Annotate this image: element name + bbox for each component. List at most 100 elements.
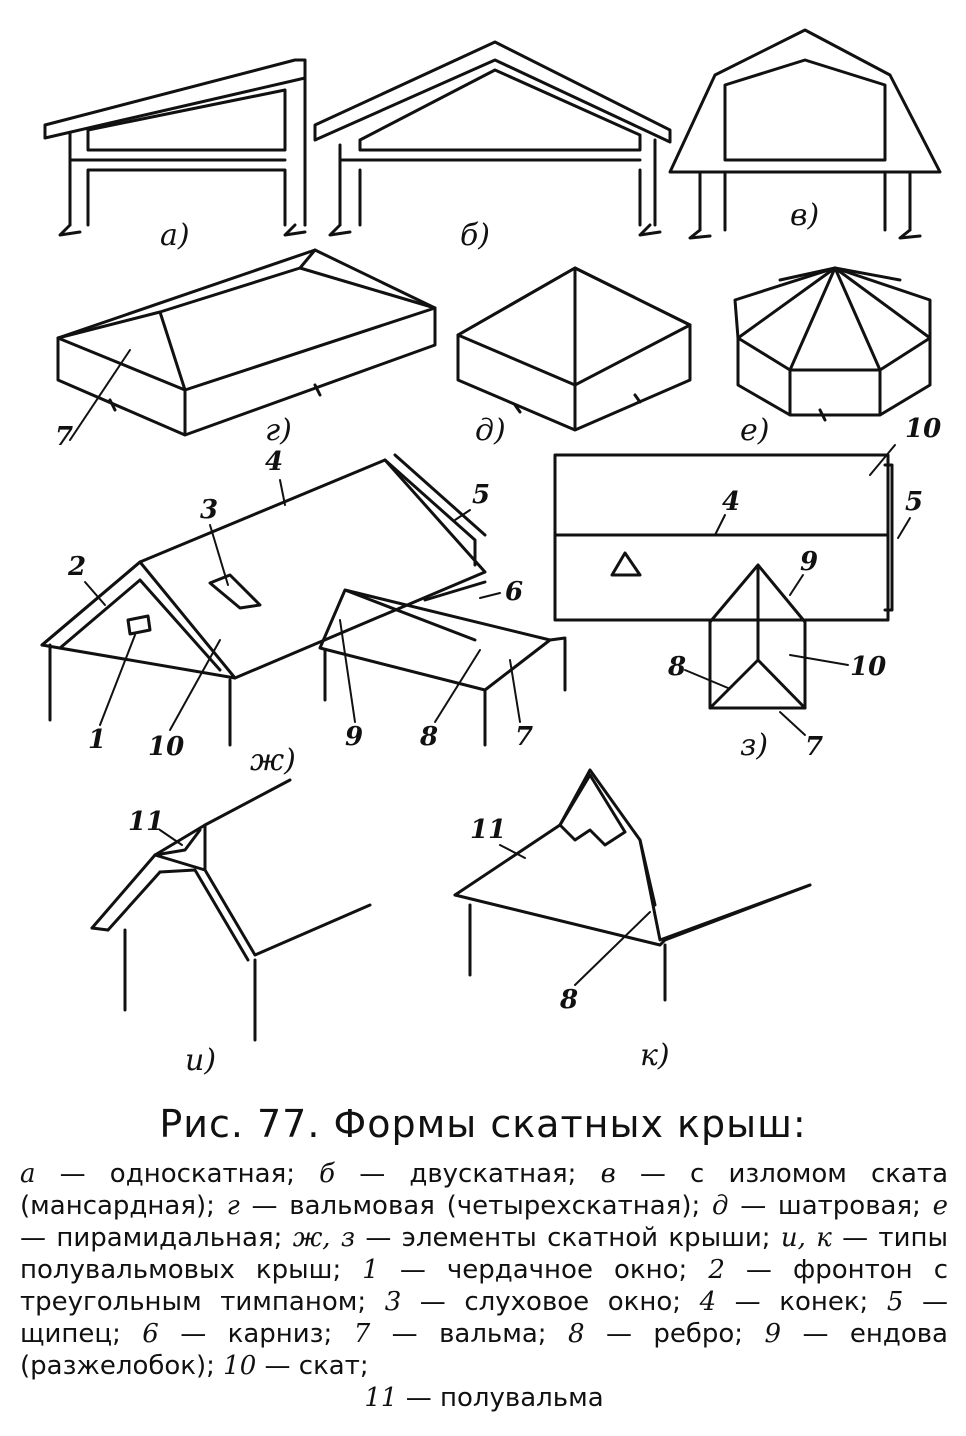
panel-label-d: д) (475, 413, 506, 448)
label-7-hip: 7 (55, 422, 73, 452)
caption-item-text: — односкатная; (35, 1159, 320, 1189)
caption-item: д — шатровая; (712, 1191, 933, 1221)
caption-item-text: — пирамидальная; (20, 1223, 293, 1253)
caption-item-key: 3 (384, 1287, 402, 1317)
caption-item-key: и, к (780, 1223, 832, 1253)
caption-item-text: — ендова (разжелобок); (20, 1319, 948, 1381)
caption-item-text: — вальмовая (четырехскатная); (239, 1191, 712, 1221)
caption-item: 7 — вальма; (354, 1319, 568, 1349)
label-4-ridge: 4 (265, 447, 283, 477)
caption-item: 5 — щипец; (20, 1287, 948, 1349)
panel-a-shed-roof: а) (43, 58, 307, 253)
panel-label-b: б) (460, 218, 490, 253)
panel-label-z: з) (740, 728, 768, 763)
label-7-plan: 7 (805, 732, 823, 762)
caption-item-key: д (711, 1191, 729, 1221)
caption-item: б — двускатная; (319, 1159, 600, 1189)
label-2-pediment: 2 (67, 552, 86, 582)
caption-item: 1 — чердачное окно; (362, 1255, 708, 1285)
label-4-plan: 4 (722, 487, 740, 517)
caption-item-text: — фронтон с треугольным тимпаном; (20, 1255, 949, 1317)
caption-item-key: 10 (223, 1351, 257, 1381)
caption-item: 6 — карниз; (142, 1319, 353, 1349)
label-5-plan: 5 (905, 487, 923, 517)
caption-item-text: — шатровая; (728, 1191, 933, 1221)
panel-label-a: а) (160, 218, 190, 253)
caption-item: 10 — скат; (223, 1351, 368, 1381)
caption-item-text: — скат; (256, 1351, 369, 1381)
caption-item: а — односкатная; (20, 1159, 319, 1189)
caption-item-key: 7 (353, 1319, 371, 1349)
caption-item: 9 — ендова (разжелобок); (20, 1319, 948, 1381)
caption-item-key: е (932, 1191, 949, 1221)
caption-item-text: — слуховое окно; (401, 1287, 700, 1317)
caption-item-text: — ребро; (584, 1319, 765, 1349)
caption-item-key: 8 (567, 1319, 585, 1349)
figure-caption-title: Рис. 77. Формы скатных крыш: (159, 1102, 807, 1146)
caption-item-key: г (226, 1191, 240, 1221)
label-8-edge-k: 8 (559, 985, 578, 1015)
caption-item: 3 — слуховое окно; (385, 1287, 700, 1317)
label-8-hip-edge: 8 (419, 722, 438, 752)
caption-item-key: 4 (699, 1287, 717, 1317)
panel-z-roof-plan: 10 5 4 9 10 8 7 з) (553, 414, 941, 763)
panel-d-tent-roof: д) (456, 266, 692, 448)
caption-item-key: 1 (362, 1255, 379, 1285)
caption-item: г — вальмовая (четырехскатная); (227, 1191, 712, 1221)
caption-item-key: ж, з (292, 1223, 356, 1253)
caption-item-text: — карниз; (158, 1319, 354, 1349)
panel-label-zh: ж) (250, 743, 296, 778)
caption-item-text: — щипец; (20, 1287, 948, 1349)
roof-forms-figure: а) б) в) 7 г) д) е) (40, 28, 942, 1078)
panel-label-i: и) (185, 1043, 216, 1078)
panel-b-gable-roof: б) (313, 40, 672, 253)
caption-item: ж, з — элементы скатной крыши; (293, 1223, 781, 1253)
panel-k-half-hip-roof: 11 8 к) (453, 768, 812, 1073)
caption-item-text: — чердачное окно; (378, 1255, 709, 1285)
caption-item: е — пирамидальная; (20, 1191, 948, 1253)
caption-item-text: — конек; (716, 1287, 887, 1317)
label-6-eaves: 6 (505, 577, 523, 607)
label-11-half-hip-i: 11 (128, 807, 164, 837)
label-11-half-hip-k: 11 (470, 815, 506, 845)
caption-item-text: — элементы скатной крыши; (355, 1223, 781, 1253)
caption-item: и, к — типы полувальмовых крыш; (20, 1223, 948, 1285)
panel-v-mansard-roof: в) (668, 28, 942, 240)
caption-item-text: — двускатная; (335, 1159, 601, 1189)
label-5-gable: 5 (472, 480, 490, 510)
caption-item: 8 — ребро; (568, 1319, 765, 1349)
label-3-dormer: 3 (200, 495, 218, 525)
label-9-plan: 9 (800, 547, 818, 577)
panel-label-e: е) (740, 413, 769, 448)
caption-item-key: а (20, 1159, 36, 1189)
panel-label-v: в) (790, 198, 819, 233)
caption-item-text: — полувальма (397, 1383, 604, 1413)
panel-i-half-hip-roof: 11 и) (90, 778, 372, 1078)
figure-caption-body: а — односкатная; б — двускатная; в — с и… (20, 1158, 948, 1414)
caption-item-key: 11 (364, 1383, 398, 1413)
label-10-plan-top: 10 (905, 414, 941, 444)
caption-item-text: — вальма; (370, 1319, 568, 1349)
label-10-plan-right: 10 (850, 652, 886, 682)
caption-item: 11 — полувальма (20, 1382, 948, 1414)
panel-e-pyramid-roof: е) (733, 266, 932, 448)
caption-item-key: 2 (708, 1255, 725, 1285)
caption-item-key: 6 (142, 1319, 159, 1349)
label-9-valley: 9 (345, 722, 363, 752)
caption-item-text: — типы полувальмовых крыш; (20, 1223, 948, 1285)
caption-item-key: б (319, 1159, 336, 1189)
caption-item-key: 5 (886, 1287, 904, 1317)
label-10-slope: 10 (148, 732, 184, 762)
caption-item-key: в (600, 1159, 616, 1189)
caption-item-key: 9 (764, 1319, 782, 1349)
caption-item: 2 — фронтон с треугольным тимпаном; (20, 1255, 948, 1317)
label-7-hip-end: 7 (515, 722, 533, 752)
panel-label-g: г) (265, 413, 292, 448)
caption-item: в — с изломом ската (мансардная); (20, 1159, 948, 1221)
panel-label-k: к) (640, 1038, 670, 1073)
panel-zh-roof-elements: 4 5 3 2 6 1 10 9 8 7 ж) (40, 447, 567, 778)
caption-item: 4 — конек; (700, 1287, 887, 1317)
panel-g-hip-roof: 7 г) (55, 248, 437, 452)
label-8-plan: 8 (667, 652, 686, 682)
caption-item-text: — с изломом ската (мансардная); (20, 1159, 949, 1221)
